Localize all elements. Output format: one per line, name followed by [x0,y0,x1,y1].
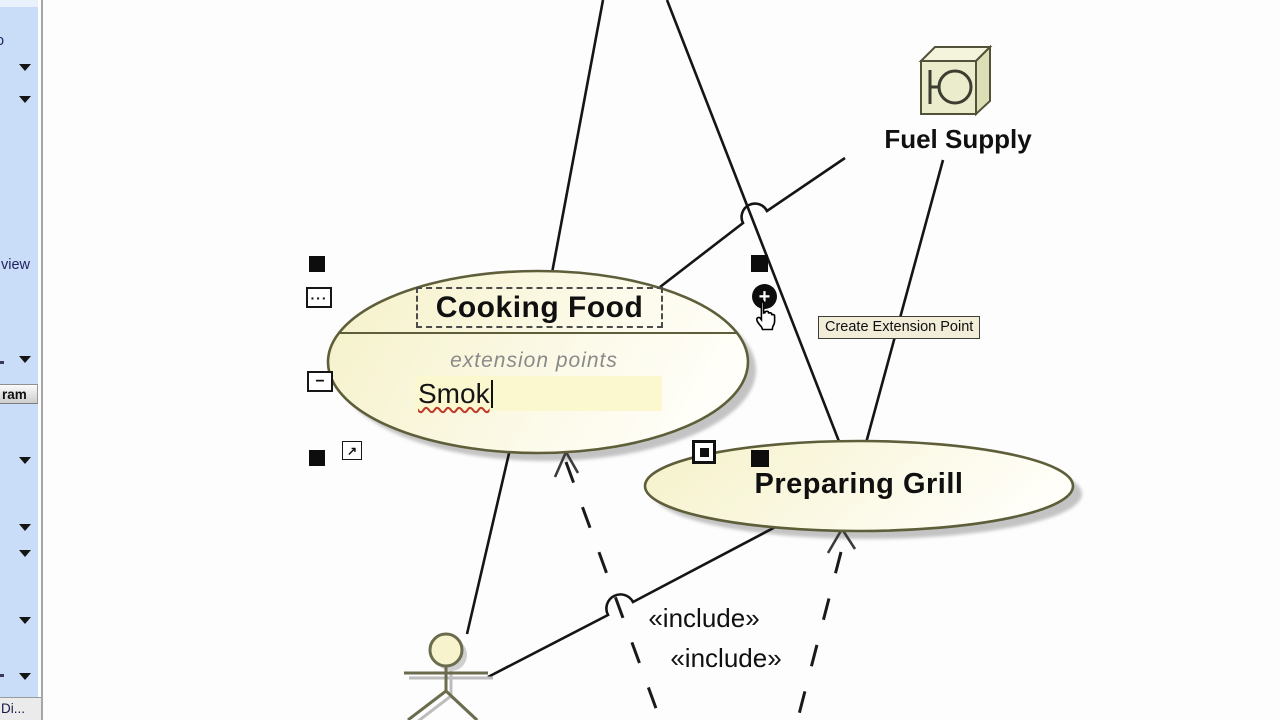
connector-cooking-food-fuel-supply[interactable] [659,156,846,289]
sidebar-overview-label: view [1,257,31,273]
chevron-down-icon[interactable] [19,673,31,680]
selection-handle-bottom-left[interactable] [309,450,325,466]
actor-head[interactable] [428,632,464,668]
chevron-down-icon[interactable] [19,64,31,71]
cooking-food-name-editor[interactable]: Cooking Food [416,287,663,328]
include-stereotype-label-2: «include» [670,643,782,673]
open-in-new-diagram-button[interactable]: ↗ [342,441,362,460]
tooltip: Create Extension Point [818,316,981,339]
include-stereotype-label-1: «include» [648,603,760,633]
edit-compartment-button[interactable]: ··· [306,287,332,308]
chevron-down-icon[interactable] [19,356,31,363]
ball-socket-glyph-icon [928,69,973,105]
create-extension-point-button[interactable]: + [752,284,777,309]
chevron-down-icon[interactable] [19,550,31,557]
cooking-food-name[interactable]: Cooking Food [435,290,644,324]
include-dependency-to-preparing-grill[interactable] [795,551,843,720]
actor-leg-left[interactable] [407,689,447,720]
chevron-down-icon[interactable] [19,457,31,464]
sidebar-tab-diagram[interactable]: ram [0,384,38,404]
selection-handle-bottom-right[interactable] [751,450,769,467]
sidebar-tab-diagram-label: ram [2,387,27,402]
chevron-down-icon[interactable] [19,524,31,531]
extension-points-compartment-label: extension points [450,349,618,372]
association-actor-preparing-grill[interactable] [487,522,782,679]
selection-handle-top-left[interactable] [309,256,325,272]
left-sidebar-panel: o view ram Di... [0,0,41,720]
sidebar-top-cap [0,0,38,7]
text-caret [490,379,493,408]
fuel-supply-label[interactable]: Fuel Supply [884,124,1032,154]
panel-divider[interactable] [41,0,43,720]
sidebar-text-fragment [0,361,4,364]
collapse-button[interactable]: − [307,371,333,392]
preparing-grill-name[interactable]: Preparing Grill [754,468,964,500]
actor[interactable] [404,632,493,720]
sidebar-text-fragment [0,674,4,677]
extension-point-edit-field[interactable]: Smok [415,376,662,411]
sidebar-bottom-tab-label: Di... [1,701,26,716]
association-top-to-preparing-grill[interactable] [665,0,842,445]
extension-point-marker[interactable] [692,440,716,464]
hand-cursor-icon [755,300,776,331]
sidebar-bottom-tab[interactable]: Di... [0,697,41,720]
association-top-to-cooking-food[interactable] [550,0,605,274]
association-actor-cooking-food[interactable] [465,448,512,635]
chevron-down-icon[interactable] [19,96,31,103]
extension-point-draft-text[interactable]: Smok [418,377,490,409]
sidebar-clipped-label-top: o [0,33,5,49]
chevron-down-icon[interactable] [19,617,31,624]
actor-leg-right[interactable] [444,689,479,720]
extension-point-marker-inner [699,447,709,457]
selection-handle-top-right[interactable] [751,255,768,272]
connector-fuel-supply-preparing-grill[interactable] [864,159,945,444]
fuel-supply-component-icon[interactable] [918,44,993,117]
